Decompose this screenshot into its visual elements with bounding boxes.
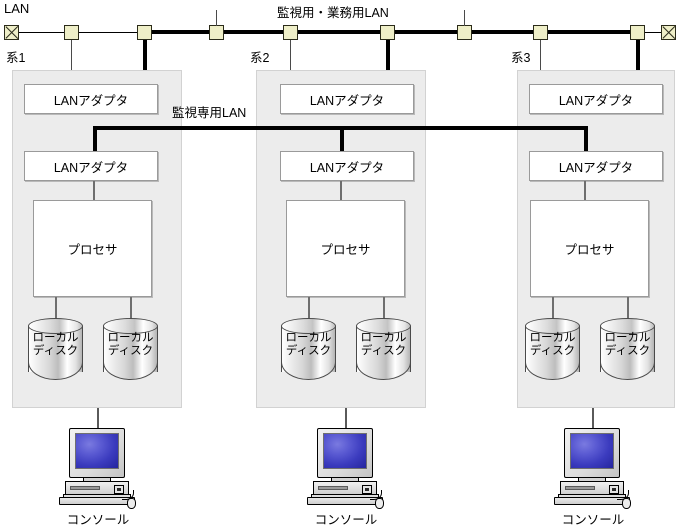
console-link-system2: [345, 408, 347, 429]
node-lead-thick-system1: [143, 40, 147, 86]
mouse-icon: [127, 498, 136, 509]
power-led-icon: [365, 488, 369, 491]
disk-bottom: [281, 362, 336, 380]
disk-top-ellipse: [525, 318, 580, 334]
bus-tap-node-1[interactable]: [64, 25, 79, 40]
bus-tap-node-7[interactable]: [533, 25, 548, 40]
local-disk-2b[interactable]: ローカル ディスク: [356, 318, 411, 380]
bus-tap-node-5[interactable]: [380, 25, 395, 40]
monitor-screen-icon: [570, 433, 614, 469]
lan-adapter-bottom-system1[interactable]: LANアダプタ: [24, 151, 158, 181]
local-disk-label: ローカル ディスク: [529, 332, 576, 357]
disk-top-ellipse: [103, 318, 158, 334]
system-label-3: 系3: [511, 51, 531, 65]
bus-segment-thin-right: [640, 32, 662, 33]
disk-top-ellipse: [28, 318, 83, 334]
processor-system1[interactable]: プロセサ: [33, 200, 152, 297]
node-lead-stub-up-6: [464, 10, 465, 26]
adapter-processor-link-2: [340, 181, 342, 200]
node-lead-thick-system3: [636, 40, 640, 86]
drive-slot-icon: [318, 486, 348, 490]
mouse-icon: [622, 498, 631, 509]
monitor-screen-icon: [75, 433, 119, 469]
business-monitoring-lan-label: 監視用・業務用LAN: [277, 6, 389, 20]
local-disk-1a[interactable]: ローカル ディスク: [28, 318, 83, 380]
bus-segment-thin-left: [19, 32, 144, 33]
disk-bottom: [103, 362, 158, 380]
console-system2[interactable]: コンソール: [307, 428, 385, 525]
drive-slot-icon: [70, 486, 100, 490]
console-label-1: コンソール: [66, 513, 130, 525]
local-disk-label: ローカル ディスク: [360, 332, 407, 357]
node-lead-thin-4: [290, 40, 291, 72]
power-led-icon: [117, 488, 121, 491]
monitor-screen-icon: [323, 433, 367, 469]
disk-top-ellipse: [281, 318, 336, 334]
lan-title-label: LAN: [4, 1, 30, 16]
processor-disk-link-1b: [130, 297, 132, 319]
processor-system2[interactable]: プロセサ: [286, 200, 405, 297]
processor-disk-link-3a: [552, 297, 554, 319]
monitoring-lan-drop-system2: [340, 126, 344, 154]
console-link-system1: [97, 408, 99, 429]
drive-slot-icon: [565, 486, 595, 490]
lan-adapter-bottom-system3[interactable]: LANアダプタ: [529, 151, 663, 181]
node-lead-stub-up-3: [216, 10, 217, 26]
processor-disk-link-3b: [627, 297, 629, 319]
bus-tap-node-4[interactable]: [283, 25, 298, 40]
processor-disk-link-2a: [308, 297, 310, 319]
bus-tap-node-8[interactable]: [630, 25, 645, 40]
node-lead-thin-1: [71, 40, 72, 72]
monitoring-lan-drop-system1: [93, 126, 97, 154]
bus-tap-node-6[interactable]: [457, 25, 472, 40]
processor-disk-link-1a: [55, 297, 57, 319]
disk-top-ellipse: [600, 318, 655, 334]
local-disk-label: ローカル ディスク: [285, 332, 332, 357]
console-system1[interactable]: コンソール: [59, 428, 137, 525]
lan-adapter-top-system2[interactable]: LANアダプタ: [280, 84, 414, 114]
disk-top-ellipse: [356, 318, 411, 334]
bus-tap-node-2[interactable]: [137, 25, 152, 40]
local-disk-label: ローカル ディスク: [604, 332, 651, 357]
console-label-2: コンソール: [314, 513, 378, 525]
node-lead-thick-system2: [386, 40, 390, 86]
console-link-system3: [592, 408, 594, 429]
lan-adapter-top-system3[interactable]: LANアダプタ: [529, 84, 663, 114]
local-disk-3b[interactable]: ローカル ディスク: [600, 318, 655, 380]
processor-disk-link-2b: [383, 297, 385, 319]
disk-bottom: [525, 362, 580, 380]
console-system3[interactable]: コンソール: [554, 428, 632, 525]
local-disk-label: ローカル ディスク: [32, 332, 79, 357]
local-disk-2a[interactable]: ローカル ディスク: [281, 318, 336, 380]
disk-bottom: [356, 362, 411, 380]
power-led-icon: [612, 488, 616, 491]
bus-tap-node-3[interactable]: [209, 25, 224, 40]
disk-bottom: [600, 362, 655, 380]
local-disk-1b[interactable]: ローカル ディスク: [103, 318, 158, 380]
lan-adapter-top-system1[interactable]: LANアダプタ: [24, 84, 158, 114]
monitoring-lan-drop-system3: [584, 126, 588, 154]
processor-system3[interactable]: プロセサ: [530, 200, 649, 297]
local-disk-label: ローカル ディスク: [107, 332, 154, 357]
node-lead-thin-7: [540, 40, 541, 72]
system-label-2: 系2: [250, 51, 270, 65]
mouse-icon: [375, 498, 384, 509]
adapter-processor-link-1: [93, 181, 95, 200]
monitoring-only-lan-label: 監視専用LAN: [172, 106, 247, 120]
adapter-processor-link-3: [584, 181, 586, 200]
bus-terminator-x-icon-left: [4, 25, 19, 40]
console-label-3: コンソール: [561, 513, 625, 525]
local-disk-3a[interactable]: ローカル ディスク: [525, 318, 580, 380]
system-label-1: 系1: [6, 51, 26, 65]
disk-bottom: [28, 362, 83, 380]
bus-terminator-x-icon-right: [661, 25, 676, 40]
lan-adapter-bottom-system2[interactable]: LANアダプタ: [280, 151, 414, 181]
